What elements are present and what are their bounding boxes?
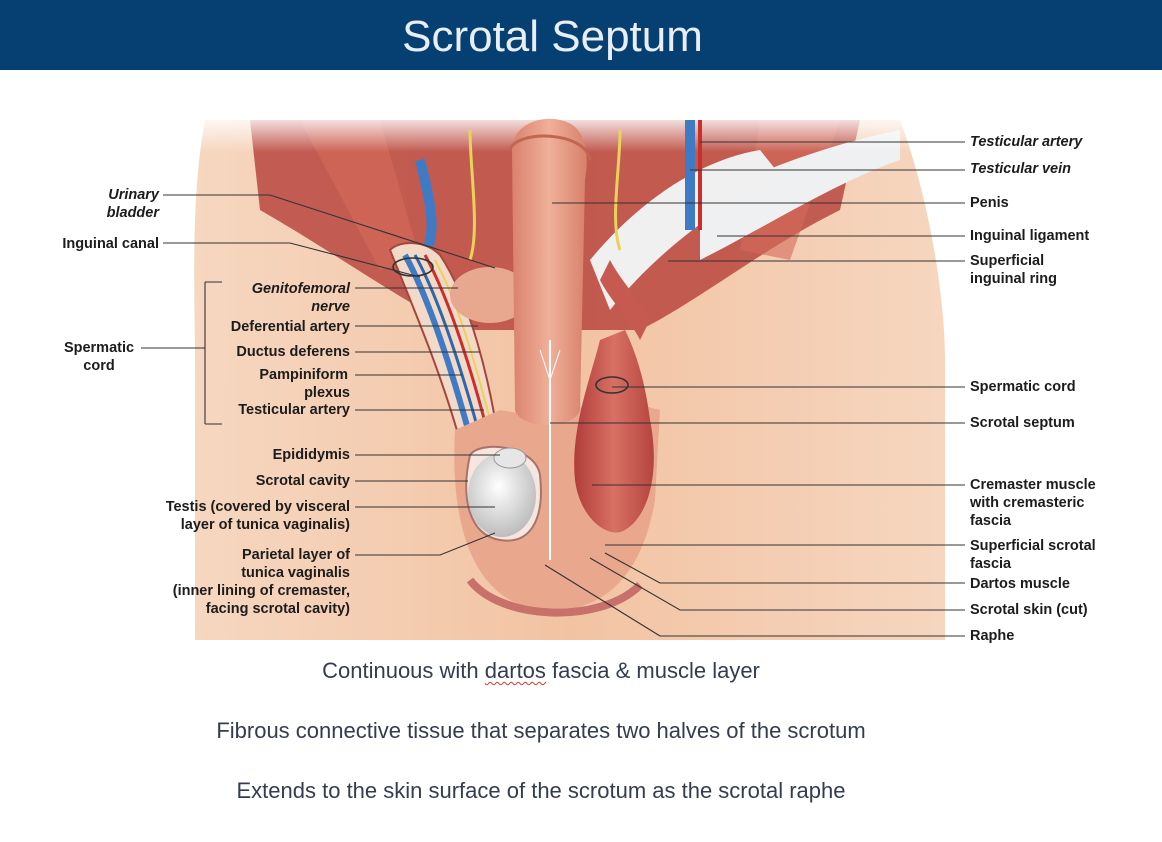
label-testicular-artery-left: Testicular artery bbox=[238, 402, 350, 418]
bullet-fibrous-connective-tissue: Fibrous connective tissue that separates… bbox=[216, 718, 866, 743]
label-superficial-scrotal-fascia: Superficial scrotal fascia bbox=[970, 538, 1096, 572]
slide-title: Scrotal Septum bbox=[402, 12, 703, 61]
label-scrotal-cavity: Scrotal cavity bbox=[255, 473, 350, 489]
label-testicular-vein: Testicular vein bbox=[970, 161, 1072, 177]
label-genitofemoral-nerve: Genitofemoral nerve bbox=[251, 281, 350, 315]
epididymis bbox=[493, 447, 527, 469]
leader-lines bbox=[141, 141, 965, 637]
label-raphe: Raphe bbox=[970, 628, 1015, 644]
penis bbox=[512, 118, 587, 425]
right-cremaster-muscle bbox=[574, 330, 654, 533]
bullet-extends-to-skin-surface: Extends to the skin surface of the scrot… bbox=[236, 778, 846, 803]
label-inguinal-ligament: Inguinal ligament bbox=[970, 228, 1090, 244]
label-dartos-muscle: Dartos muscle bbox=[970, 576, 1070, 592]
label-testicular-artery-right: Testicular artery bbox=[970, 134, 1083, 150]
bullet-continuous-with-dartos: Continuous with dartos fascia & muscle l… bbox=[322, 658, 760, 683]
spellcheck-marked-word: dartos bbox=[484, 658, 546, 683]
label-scrotal-skin: Scrotal skin (cut) bbox=[970, 602, 1088, 618]
urinary-bladder bbox=[450, 267, 530, 323]
label-testis: Testis (covered by visceral layer of tun… bbox=[165, 499, 350, 533]
label-epididymis: Epididymis bbox=[272, 447, 350, 463]
title-bar bbox=[0, 0, 1162, 70]
label-parietal-layer: Parietal layer of tunica vaginalis (inne… bbox=[172, 547, 350, 617]
testis bbox=[468, 453, 536, 537]
inguinal-ligament bbox=[700, 130, 900, 260]
label-superficial-inguinal-ring: Superficial inguinal ring bbox=[970, 253, 1057, 287]
label-pampiniform-plexus: Pampiniform plexus bbox=[259, 367, 350, 401]
label-inguinal-canal: Inguinal canal bbox=[62, 236, 159, 252]
label-urinary-bladder: Urinary bladder bbox=[106, 187, 159, 221]
label-ductus-deferens: Ductus deferens bbox=[236, 344, 350, 360]
label-spermatic-cord-right: Spermatic cord bbox=[970, 379, 1076, 395]
label-cremaster-muscle: Cremaster muscle with cremasteric fascia bbox=[970, 477, 1096, 529]
label-penis: Penis bbox=[970, 195, 1009, 211]
label-spermatic-cord-left: Spermatic cord bbox=[63, 340, 135, 374]
label-deferential-artery: Deferential artery bbox=[230, 319, 350, 335]
label-scrotal-septum: Scrotal septum bbox=[970, 415, 1075, 431]
